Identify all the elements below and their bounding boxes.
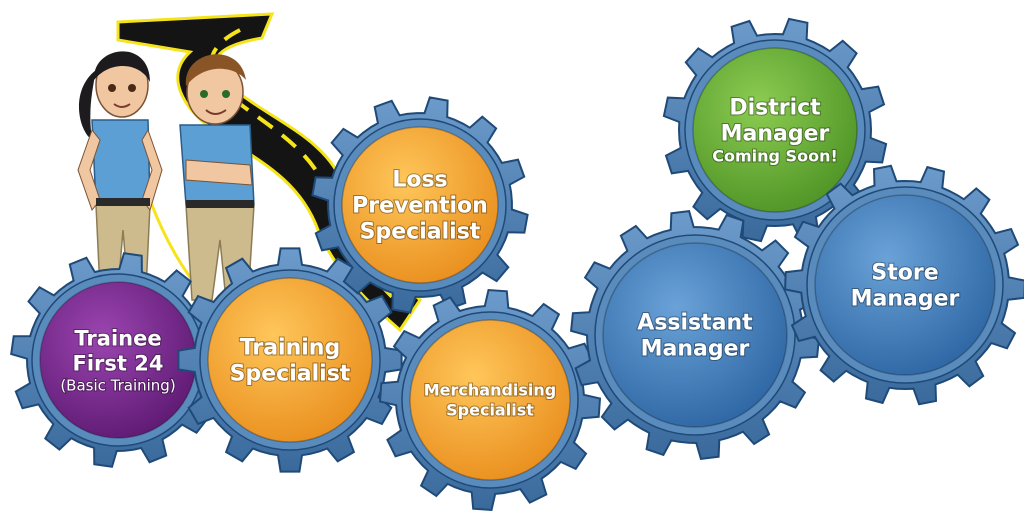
gear-label-line: Coming Soon! <box>712 147 838 166</box>
gear-label-line: Assistant <box>637 311 753 336</box>
gear-label-line: District <box>729 96 821 121</box>
gear-label-line: Merchandising <box>424 381 557 400</box>
gear-label-line: (Basic Training) <box>60 376 175 394</box>
gear-face <box>814 194 996 376</box>
gear-label-line: Specialist <box>446 401 534 420</box>
gear-face <box>207 277 373 443</box>
road-center-stripe <box>209 28 402 307</box>
gear-label-line: Manager <box>851 287 960 312</box>
gear-label-line: Specialist <box>230 362 351 387</box>
gear-face <box>602 242 788 428</box>
gear-face <box>341 126 499 284</box>
gear-label-line: Prevention <box>352 194 488 219</box>
gear-label-line: Loss <box>392 168 447 193</box>
gear-label-line: Training <box>240 336 340 361</box>
gear-label-line: Manager <box>721 122 830 147</box>
gear-face <box>409 319 571 481</box>
gear-label-line: Manager <box>641 337 750 362</box>
gear-face <box>692 47 858 213</box>
gear-label-line: Store <box>871 261 938 286</box>
trainee-girl-illustration <box>77 51 163 291</box>
gear-label-line: Trainee <box>74 326 161 350</box>
gear-label-line: First 24 <box>73 351 164 375</box>
gear-label-line: Specialist <box>360 220 481 245</box>
